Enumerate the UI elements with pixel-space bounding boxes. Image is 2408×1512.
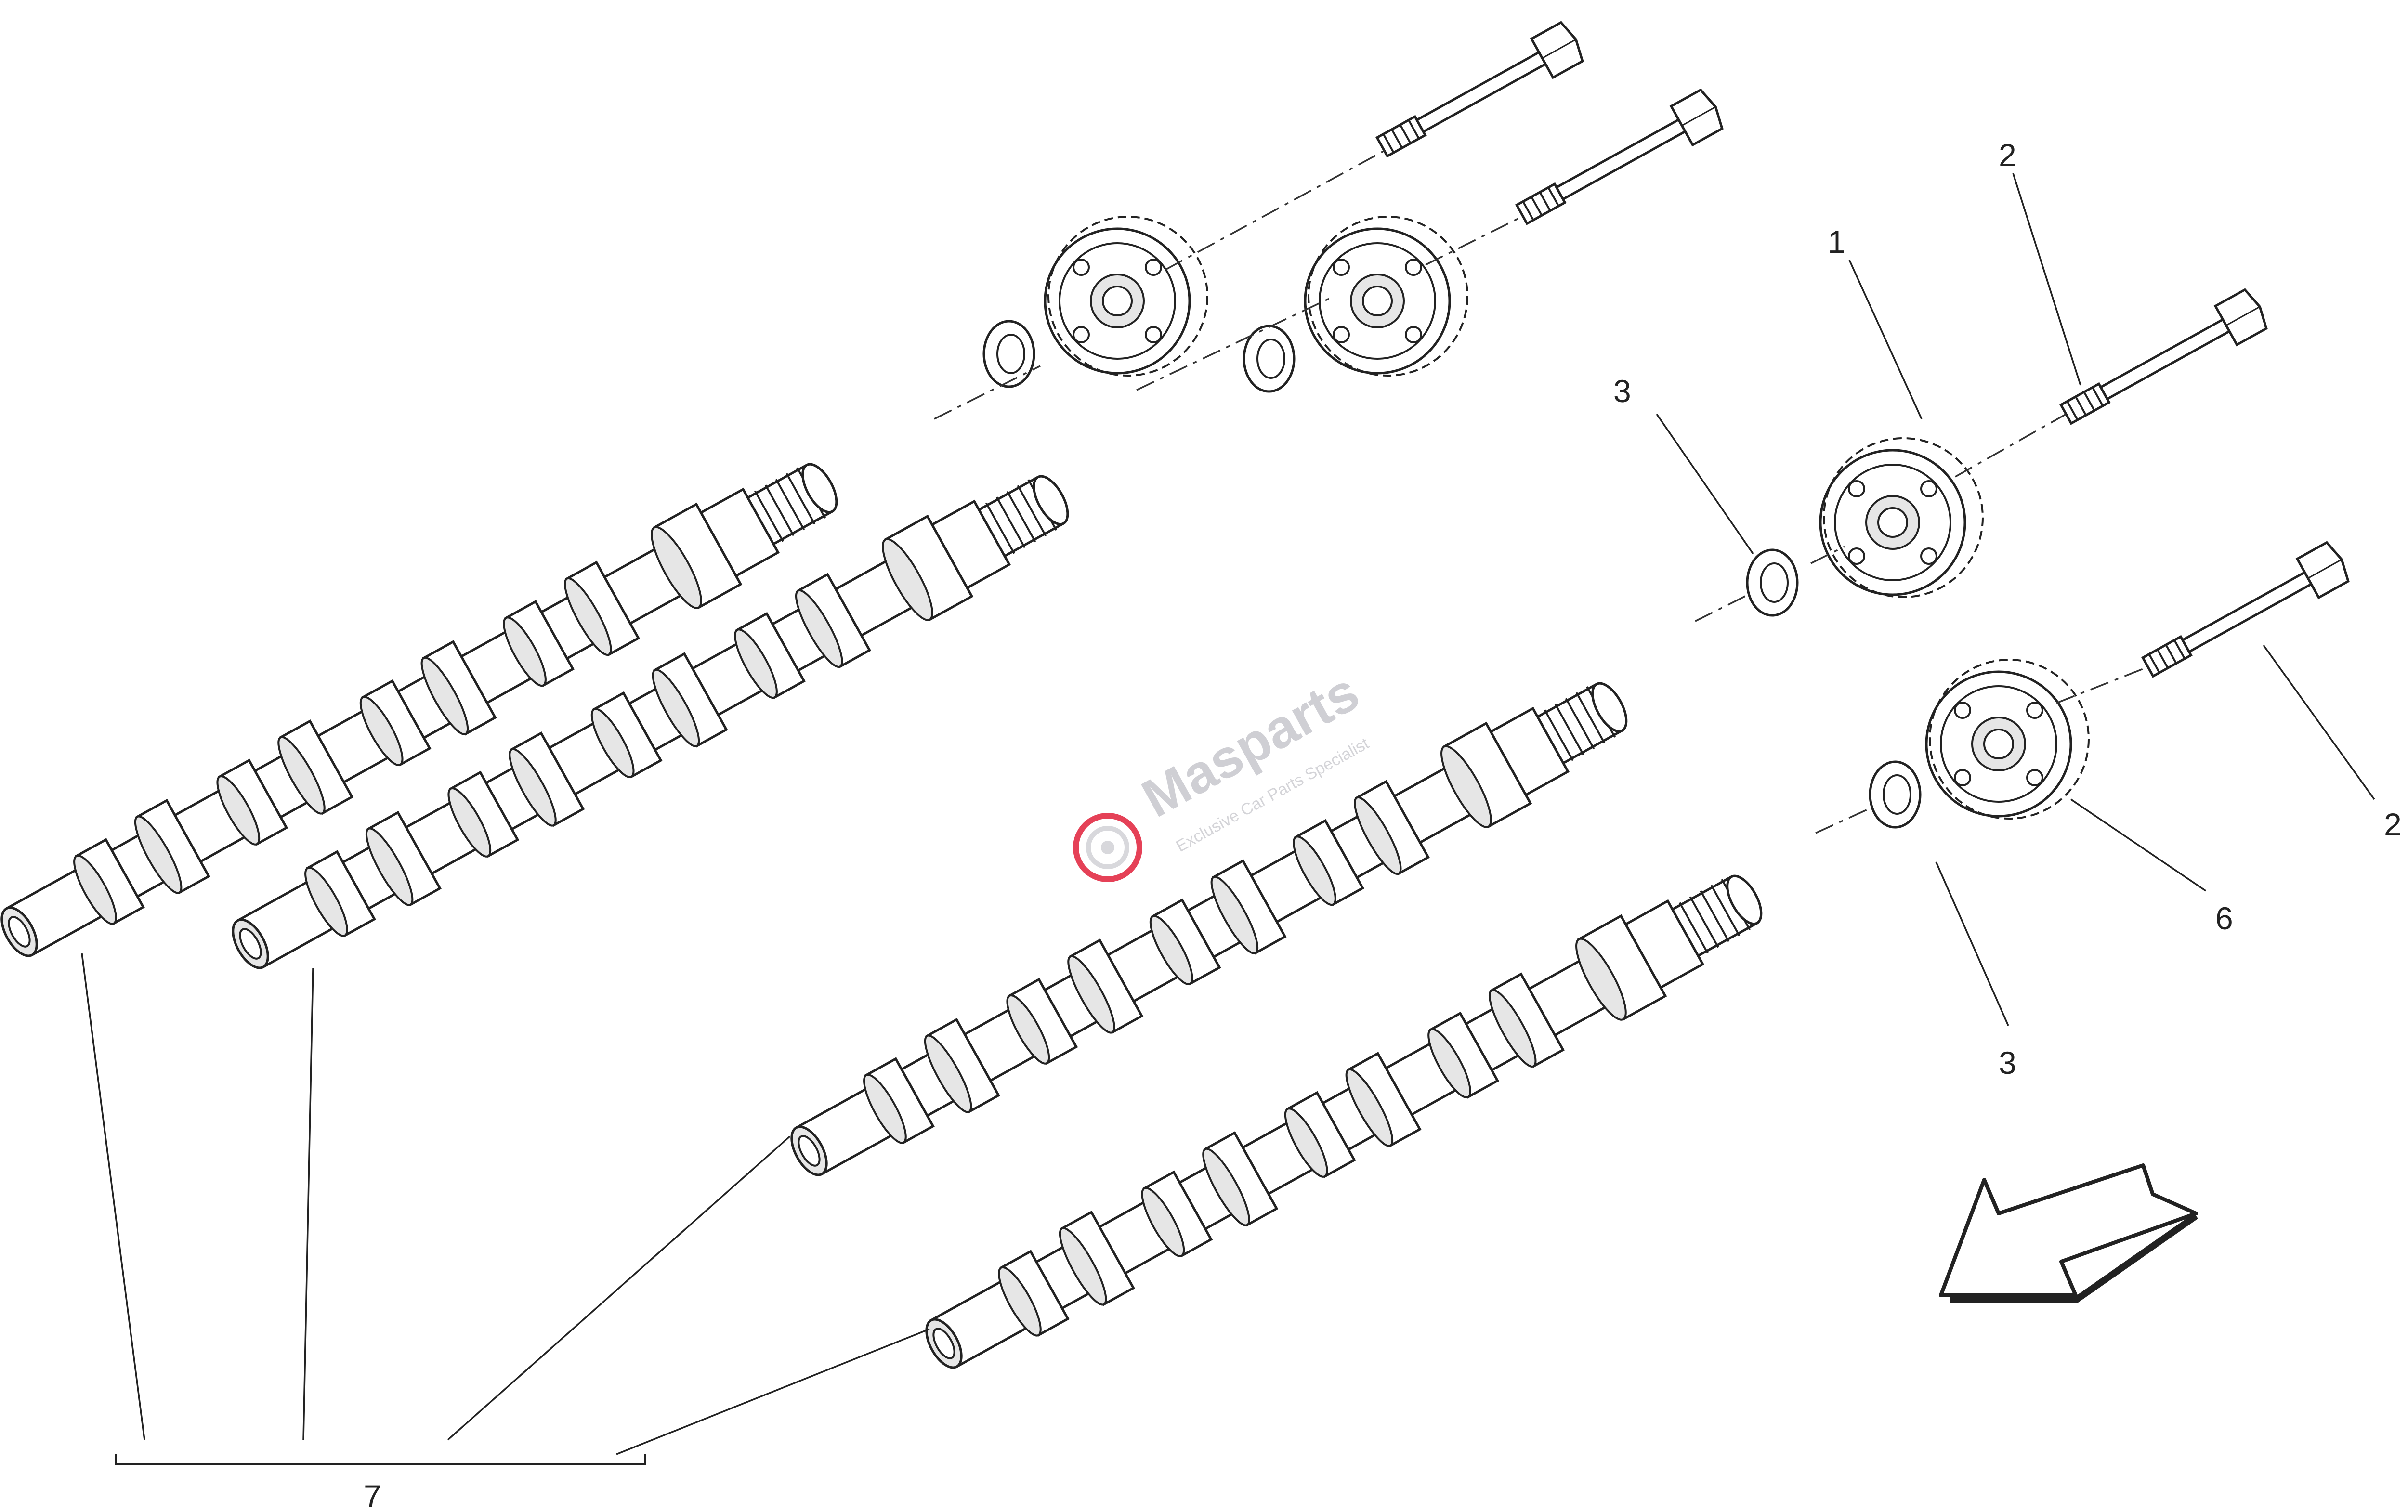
callout-7: 7: [364, 1478, 381, 1512]
bolt-2-upper: [2055, 287, 2271, 433]
phaser-1: [1820, 438, 1983, 597]
callout-6: 6: [2215, 900, 2233, 936]
direction-arrow: [1939, 1163, 2199, 1303]
callout-3-upper: 3: [1613, 373, 1631, 409]
washer-upper-left: [984, 321, 1034, 387]
callout-numbers: 1 2 2 3 3 6 7: [364, 137, 2402, 1512]
leader-lines: [81, 173, 2375, 1465]
bolt-upper-right: [1511, 88, 1727, 234]
masparts-logo-icon: [1073, 813, 1142, 882]
camshaft-lower-bottom: [910, 854, 1777, 1390]
callout-2-lower: 2: [2384, 807, 2402, 842]
callout-3-lower: 3: [1999, 1045, 2016, 1081]
washer-3-lower: [1870, 762, 1920, 827]
callout-1: 1: [1828, 224, 1845, 260]
phaser-6: [1926, 660, 2089, 819]
callout-2-upper: 2: [1999, 137, 2016, 173]
bolt-2-lower: [2137, 540, 2353, 686]
bolt-upper-left: [1372, 20, 1587, 166]
phaser-upper-left: [1045, 217, 1207, 376]
phaser-upper-right: [1305, 217, 1467, 376]
washer-3-upper: [1747, 550, 1797, 615]
